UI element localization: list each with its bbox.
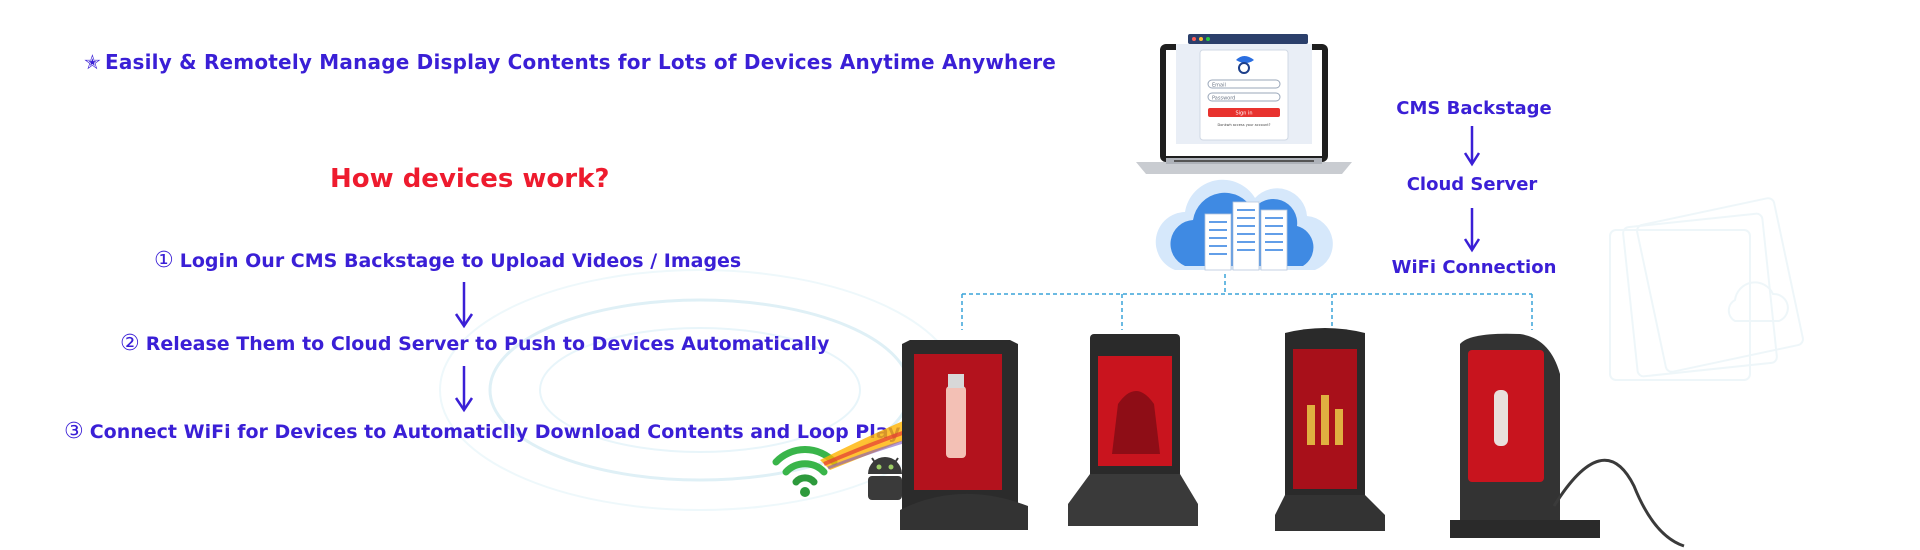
flow-label-cms-backstage: CMS Backstage — [1396, 98, 1552, 119]
flow-arrow-2 — [1463, 208, 1481, 253]
step-1-number: ① — [154, 248, 174, 273]
step-2-number: ② — [120, 331, 140, 356]
display-device-icon — [1068, 334, 1198, 526]
android-icon — [868, 457, 902, 500]
how-devices-work-title: How devices work? — [330, 164, 610, 194]
flow-label-wifi-connection: WiFi Connection — [1391, 257, 1557, 278]
step-3-text: Connect WiFi for Devices to Automaticlly… — [89, 421, 901, 443]
display-device-icon — [1450, 333, 1685, 548]
step-1-text: Login Our CMS Backstage to Upload Videos… — [179, 250, 742, 272]
cloud-server-icon — [1155, 179, 1333, 271]
email-placeholder: Email — [1212, 83, 1226, 89]
step-arrow-1 — [454, 282, 474, 329]
flow-arrow-1 — [1463, 126, 1481, 167]
step-2-text: Release Them to Cloud Server to Push to … — [145, 333, 830, 355]
distribution-lines — [961, 274, 1533, 330]
flow-label-cloud-server: Cloud Server — [1406, 174, 1538, 195]
headline: ✭Easily & Remotely Manage Display Conten… — [84, 50, 1056, 74]
display-device-icon — [1275, 328, 1385, 531]
login-footer: Donkwh access your account? — [1218, 123, 1271, 127]
laptop-icon: Email Password Sign in Donkwh access you… — [1136, 34, 1352, 174]
star-icon: ✭ — [84, 50, 101, 74]
display-device-icon — [900, 340, 1028, 530]
step-arrow-2 — [454, 366, 474, 413]
step-3-number: ③ — [64, 419, 84, 444]
password-placeholder: Password — [1212, 96, 1235, 102]
sign-in-label: Sign in — [1235, 111, 1252, 117]
headline-text: Easily & Remotely Manage Display Content… — [104, 50, 1057, 74]
